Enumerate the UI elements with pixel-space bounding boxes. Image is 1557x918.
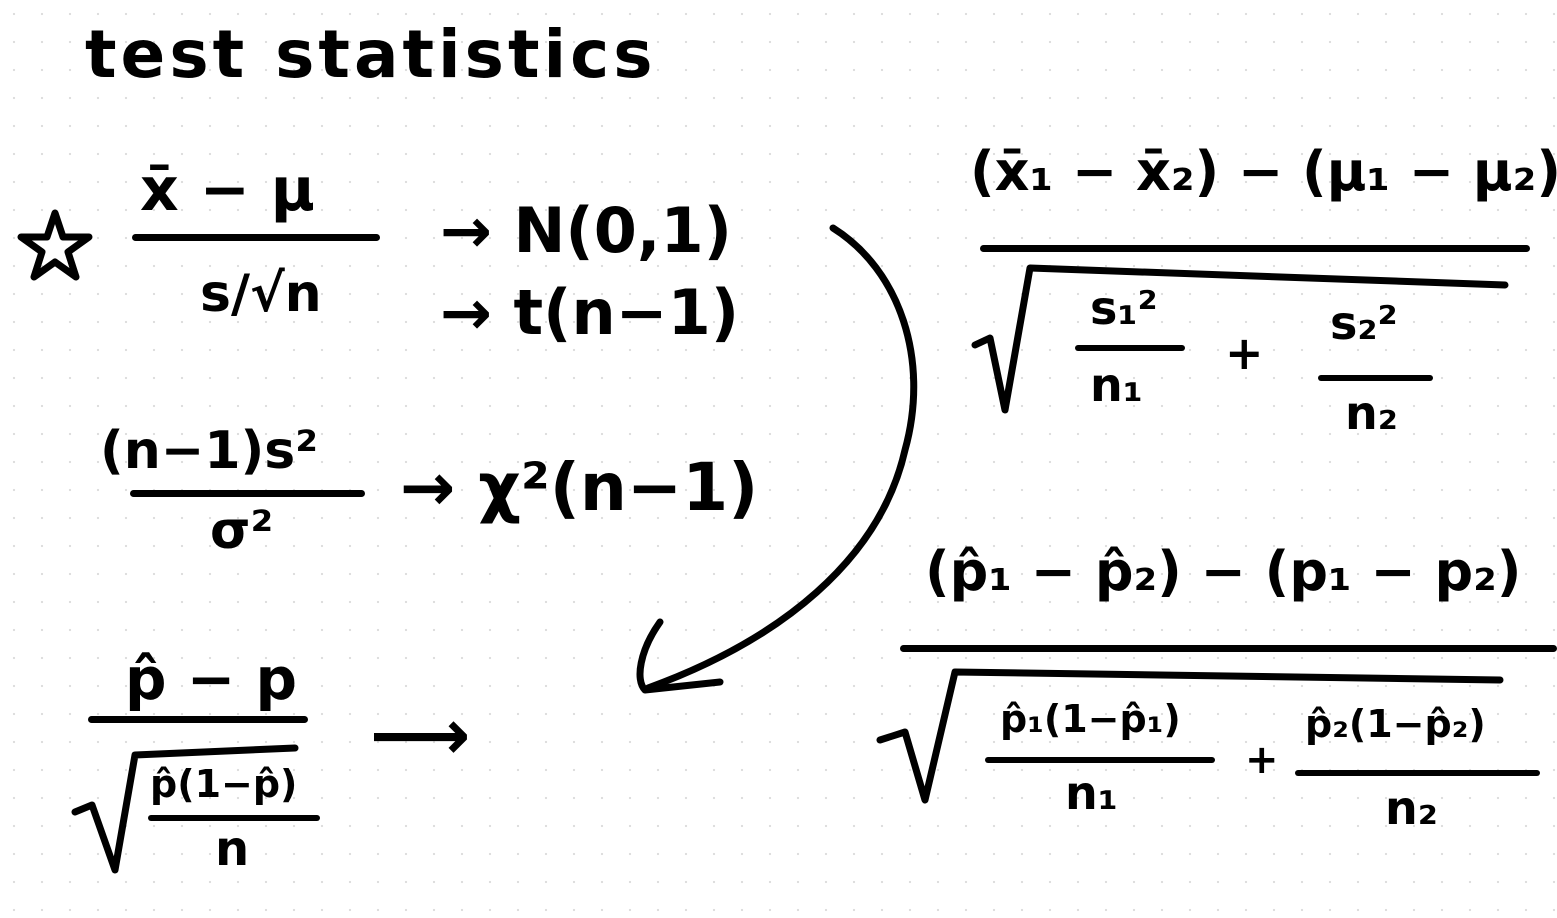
term2-denominator: n₂ — [1345, 386, 1398, 440]
two-prop-numerator: (p̂₁ − p̂₂) − (p₁ − p₂) — [925, 540, 1522, 603]
mean-denominator: s/√n — [200, 264, 322, 324]
variance-denominator: σ² — [210, 501, 274, 561]
variance-numerator: (n−1)s² — [100, 421, 319, 481]
term2-numerator: p̂₂(1−p̂₂) — [1305, 702, 1486, 746]
term1-numerator: s₁² — [1090, 281, 1158, 335]
fraction-line — [88, 716, 308, 723]
arrowhead — [636, 618, 724, 694]
fraction-line — [148, 815, 320, 821]
term2-numerator: s₂² — [1330, 296, 1398, 350]
term1-numerator: p̂₁(1−p̂₁) — [1000, 697, 1181, 741]
fraction-line — [1295, 770, 1540, 776]
mean-numerator: x̄ − μ — [140, 155, 315, 225]
curved-arrow-icon — [644, 224, 918, 692]
term2-denominator: n₂ — [1385, 781, 1438, 835]
star-icon — [17, 209, 93, 281]
fraction-line — [900, 645, 1557, 652]
fraction-line — [980, 245, 1530, 252]
page-title: test statistics — [85, 16, 657, 93]
fraction-line — [1318, 375, 1433, 381]
two-mean-numerator: (x̄₁ − x̄₂) − (μ₁ − μ₂) — [970, 140, 1557, 203]
chi-square-distribution: → χ²(n−1) — [400, 449, 759, 526]
fraction-line — [130, 490, 365, 497]
plus-sign: + — [1225, 326, 1264, 380]
radical-sign — [876, 668, 1504, 804]
normal-distribution: → N(0,1) — [440, 194, 732, 267]
proportion-numerator: p̂ − p — [125, 645, 298, 713]
fraction-line — [985, 757, 1215, 763]
proportion-radicand-denominator: n — [215, 821, 250, 877]
arrow-icon: ⟶ — [370, 694, 471, 776]
t-distribution: → t(n−1) — [440, 276, 740, 349]
plus-sign: + — [1245, 737, 1279, 783]
term1-denominator: n₁ — [1090, 358, 1143, 412]
radical-sign — [971, 264, 1509, 414]
fraction-line — [1075, 345, 1185, 351]
term1-denominator: n₁ — [1065, 766, 1118, 820]
proportion-radicand-numerator: p̂(1−p̂) — [150, 762, 298, 806]
radical-sign — [71, 744, 299, 874]
fraction-line — [132, 234, 380, 241]
